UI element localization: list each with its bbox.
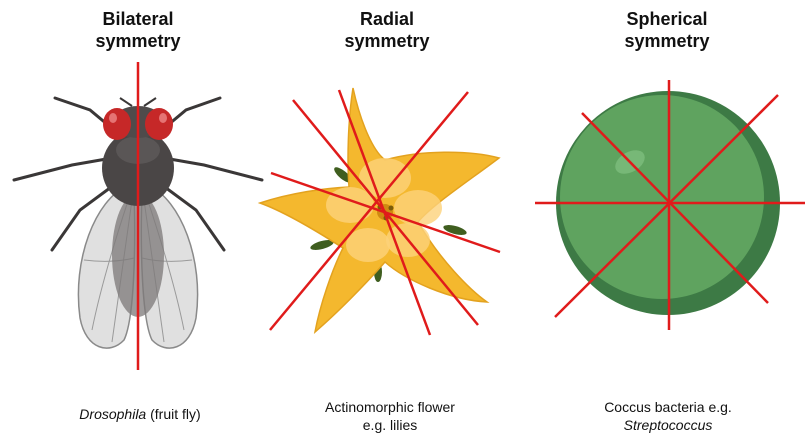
bilateral-caption-italic: Drosophila xyxy=(79,406,146,422)
bilateral-caption-rest: (fruit fly) xyxy=(146,406,200,422)
bilateral-caption: Drosophila (fruit fly) xyxy=(40,405,240,423)
radial-caption-line1: Actinomorphic flower xyxy=(300,398,480,416)
spherical-caption-line2: Streptococcus xyxy=(624,417,713,433)
fly-eye-right xyxy=(145,108,173,140)
spherical-caption: Coccus bacteria e.g. Streptococcus xyxy=(578,398,758,434)
radial-caption: Actinomorphic flower e.g. lilies xyxy=(300,398,480,434)
fly-eye-left xyxy=(103,108,131,140)
radial-caption-line2: e.g. lilies xyxy=(300,416,480,434)
spherical-caption-line1: Coccus bacteria e.g. xyxy=(578,398,758,416)
